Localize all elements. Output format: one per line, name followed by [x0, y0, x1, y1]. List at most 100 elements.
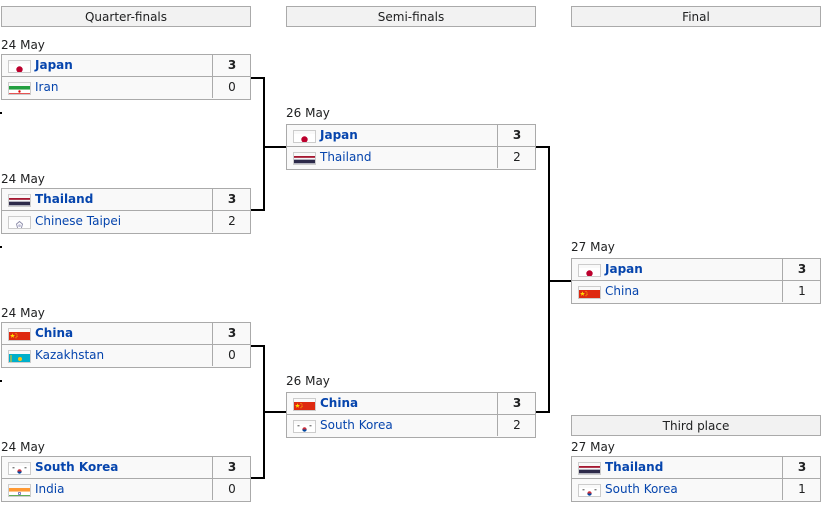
- team-cell: South Korea: [287, 415, 497, 436]
- team-name-link[interactable]: Kazakhstan: [35, 348, 105, 362]
- flag-chinese-taipei-icon: [8, 216, 31, 229]
- flag-japan-icon: [578, 264, 601, 277]
- team-cell: Thailand: [572, 457, 782, 478]
- score: 3: [782, 457, 821, 478]
- team-cell: India: [2, 479, 212, 500]
- score: 0: [212, 345, 251, 366]
- match-date: 27 May: [571, 440, 615, 454]
- match-date: 26 May: [286, 374, 330, 388]
- score: 3: [497, 125, 536, 146]
- winner-row: Thailand 3: [1, 188, 251, 211]
- team-name-link[interactable]: China: [605, 284, 640, 298]
- bracket-connector: [548, 146, 550, 413]
- bracket-connector: [536, 146, 550, 148]
- winner-row: China 3: [286, 392, 536, 415]
- team-name-link[interactable]: South Korea: [605, 482, 678, 496]
- flag-china-icon: [578, 286, 601, 299]
- match-date: 26 May: [286, 106, 330, 120]
- team-cell: China: [287, 393, 497, 414]
- bracket-tick: [0, 246, 2, 248]
- team-name-link[interactable]: Japan: [320, 128, 358, 142]
- team-name-link[interactable]: Thailand: [320, 150, 372, 164]
- match-date: 24 May: [1, 440, 45, 454]
- team-name-link[interactable]: Japan: [605, 262, 643, 276]
- bracket-connector: [251, 477, 265, 479]
- team-name-link[interactable]: China: [35, 326, 74, 340]
- score: 3: [212, 189, 251, 210]
- score: 2: [497, 147, 536, 168]
- loser-row: Kazakhstan 0: [1, 345, 251, 368]
- round-header-final: Final: [571, 6, 821, 27]
- round-header-quarterfinals: Quarter-finals: [1, 6, 251, 27]
- flag-thailand-icon: [578, 462, 601, 475]
- team-cell: South Korea: [572, 479, 782, 500]
- team-name-link[interactable]: Iran: [35, 80, 59, 94]
- team-cell: South Korea: [2, 457, 212, 478]
- flag-south-korea-icon: [293, 420, 316, 433]
- bracket-connector: [251, 209, 265, 211]
- loser-row: South Korea 1: [571, 479, 821, 502]
- team-name-link[interactable]: China: [320, 396, 359, 410]
- winner-row: Japan 3: [286, 124, 536, 147]
- match-date: 24 May: [1, 172, 45, 186]
- team-name-link[interactable]: Thailand: [605, 460, 664, 474]
- loser-row: South Korea 2: [286, 415, 536, 438]
- flag-china-icon: [293, 398, 316, 411]
- team-cell: Japan: [2, 55, 212, 76]
- team-cell: Thailand: [287, 147, 497, 168]
- bracket-connector: [548, 280, 571, 282]
- loser-row: China 1: [571, 281, 821, 304]
- score: 2: [212, 211, 251, 232]
- team-name-link[interactable]: Chinese Taipei: [35, 214, 122, 228]
- bracket-connector: [263, 146, 286, 148]
- score: 3: [212, 457, 251, 478]
- score: 2: [497, 415, 536, 436]
- loser-row: India 0: [1, 479, 251, 502]
- score: 1: [782, 281, 821, 302]
- team-cell: Kazakhstan: [2, 345, 212, 366]
- team-name-link[interactable]: India: [35, 482, 65, 496]
- score: 1: [782, 479, 821, 500]
- bracket-connector: [536, 411, 550, 413]
- bracket-connector: [263, 77, 265, 211]
- score: 3: [212, 323, 251, 344]
- team-cell: China: [2, 323, 212, 344]
- team-name-link[interactable]: Thailand: [35, 192, 94, 206]
- bracket-connector: [263, 411, 286, 413]
- winner-row: Japan 3: [1, 54, 251, 77]
- flag-japan-icon: [293, 130, 316, 143]
- team-cell: Thailand: [2, 189, 212, 210]
- flag-india-icon: [8, 484, 31, 497]
- team-cell: Japan: [287, 125, 497, 146]
- match-date: 24 May: [1, 306, 45, 320]
- team-name-link[interactable]: Japan: [35, 58, 73, 72]
- team-cell: Chinese Taipei: [2, 211, 212, 232]
- round-header-third-place: Third place: [571, 415, 821, 436]
- bracket-tick: [0, 112, 2, 114]
- flag-iran-icon: [8, 82, 31, 95]
- bracket-connector: [251, 77, 265, 79]
- team-name-link[interactable]: South Korea: [320, 418, 393, 432]
- winner-row: South Korea 3: [1, 456, 251, 479]
- team-name-link[interactable]: South Korea: [35, 460, 119, 474]
- flag-thailand-icon: [293, 152, 316, 165]
- loser-row: Chinese Taipei 2: [1, 211, 251, 234]
- flag-south-korea-icon: [8, 462, 31, 475]
- bracket-tick: [0, 380, 2, 382]
- loser-row: Thailand 2: [286, 147, 536, 170]
- score: 3: [212, 55, 251, 76]
- score: 0: [212, 479, 251, 500]
- score: 3: [497, 393, 536, 414]
- team-cell: Japan: [572, 259, 782, 280]
- flag-japan-icon: [8, 60, 31, 73]
- team-cell: Iran: [2, 77, 212, 98]
- bracket-connector: [251, 345, 265, 347]
- winner-row: China 3: [1, 322, 251, 345]
